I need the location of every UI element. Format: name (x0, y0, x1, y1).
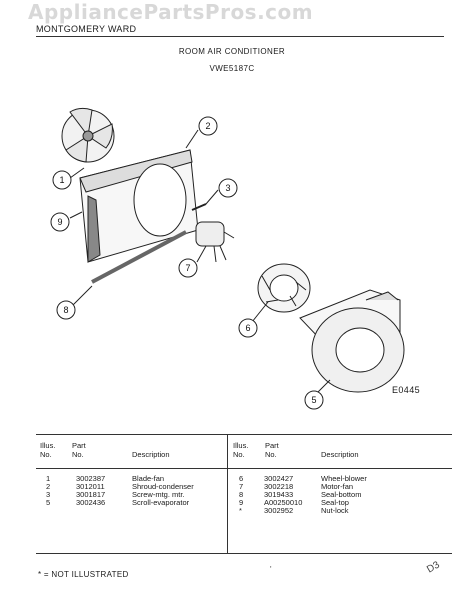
part-description: Blade-fan (132, 474, 165, 483)
callout-label-5: 5 (311, 395, 316, 405)
part-no: A00250010 (264, 498, 303, 507)
callout-1 (52, 170, 72, 190)
part-description: Screw-mtg. mtr. (132, 490, 185, 499)
header-description-left: Description (132, 450, 170, 459)
callout-5 (304, 390, 324, 410)
part-no: 3002218 (264, 482, 294, 491)
part-description: Wheel-blower (321, 474, 367, 483)
watermark: AppliancePartsPros.com (28, 0, 314, 24)
callout-label-6: 6 (245, 323, 250, 333)
ill-no: 9 (239, 498, 244, 507)
header-part-no-right: Part No. (265, 441, 279, 459)
header-ill-no-right: Illus. No. (233, 441, 249, 459)
ill-no: 5 (46, 498, 51, 507)
ill-no: 2 (46, 482, 51, 491)
callout-label-3: 3 (225, 183, 230, 193)
callout-label-1: 1 (59, 175, 64, 185)
part-description: Motor-fan (321, 482, 354, 491)
column-separator (227, 435, 228, 553)
part-description: Seal-bottom (321, 490, 362, 499)
parts-table: Illus. No. Part No. Description Illus. N… (36, 434, 452, 554)
part-no: 3001817 (76, 490, 106, 499)
ill-no: 3 (46, 490, 51, 499)
seal-bottom-illustration (91, 230, 187, 284)
ill-no: * (239, 506, 242, 515)
motor-illustration (195, 221, 235, 263)
ill-no: 1 (46, 474, 51, 483)
callout-9 (50, 212, 70, 232)
shroud-illustration (79, 149, 199, 263)
footnote: * = NOT ILLUSTRATED (38, 570, 129, 579)
ill-no: 6 (239, 474, 244, 483)
header-description-right: Description (321, 450, 359, 459)
callout-label-7: 7 (185, 263, 190, 273)
part-no: 3002387 (76, 474, 106, 483)
part-description: Seal-top (321, 498, 349, 507)
callout-label-2: 2 (205, 121, 210, 131)
top-rule (36, 36, 444, 37)
ill-no: 7 (239, 482, 244, 491)
brand-label: MONTGOMERY WARD (36, 24, 137, 34)
part-no: 3002436 (76, 498, 106, 507)
blower-wheel-illustration (257, 263, 311, 313)
table-row: 1 (46, 475, 50, 483)
callout-label-9: 9 (57, 217, 62, 227)
part-no: 3012011 (76, 482, 105, 491)
header-ill-no-left: Illus. No. (40, 441, 56, 459)
callout-6 (238, 318, 258, 338)
diagram-code: E0445 (392, 385, 421, 395)
ill-no: 8 (239, 490, 244, 499)
callout-8 (56, 300, 76, 320)
page-title: ROOM AIR CONDITIONER (178, 47, 286, 56)
callout-2 (198, 116, 218, 136)
part-description: Scroll-evaporator (132, 498, 190, 507)
callout-3 (218, 178, 238, 198)
callout-label-8: 8 (63, 305, 68, 315)
part-description: Shroud-condenser (132, 482, 194, 491)
header-rule (36, 468, 452, 469)
fan-blade-illustration (61, 107, 115, 163)
scroll-illustration (299, 289, 405, 393)
header-part-no-left: Part No. (72, 441, 86, 459)
part-no: 3002952 (264, 506, 294, 515)
bottom-tick-mark: ' (270, 565, 272, 574)
model-number: VWE5187C (209, 64, 255, 73)
screw-illustration (191, 203, 207, 211)
part-no: 3002427 (264, 474, 294, 483)
part-description: Nut-lock (321, 506, 349, 515)
part-no: 3019433 (264, 490, 294, 499)
callout-7 (178, 258, 198, 278)
